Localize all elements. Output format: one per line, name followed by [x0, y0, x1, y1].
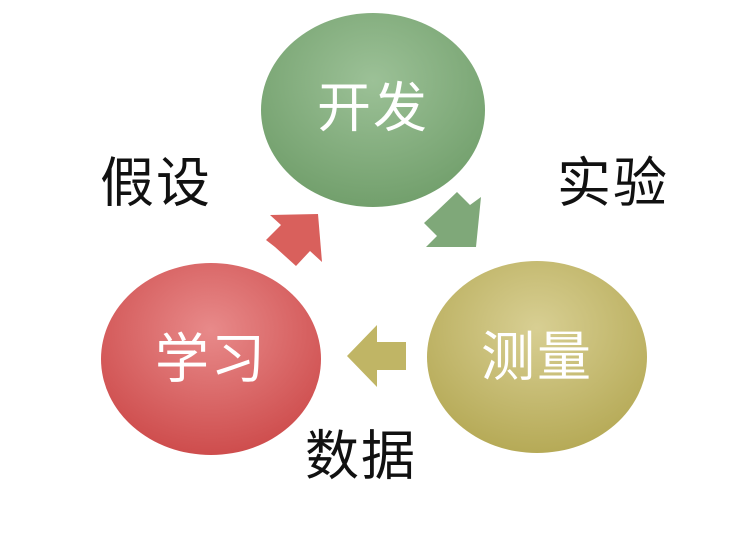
arrow-develop-to-measure — [424, 192, 481, 247]
node-measure-label: 测量 — [481, 326, 593, 389]
node-learn: 学习 — [101, 263, 321, 455]
node-measure-circle — [427, 261, 647, 453]
edge-label-experiment: 实验 — [557, 152, 669, 215]
node-measure: 测量 — [427, 261, 647, 453]
node-learn-circle — [101, 263, 321, 455]
edge-label-data: 数据 — [305, 425, 417, 488]
edge-label-hypothesis: 假设 — [100, 152, 212, 215]
node-develop-circle — [261, 13, 485, 207]
arrow-measure-to-learn — [347, 325, 406, 387]
node-develop: 开发 — [261, 13, 485, 207]
arrow-learn-to-develop — [266, 214, 322, 266]
node-learn-label: 学习 — [155, 328, 267, 391]
node-develop-label: 开发 — [317, 77, 429, 140]
